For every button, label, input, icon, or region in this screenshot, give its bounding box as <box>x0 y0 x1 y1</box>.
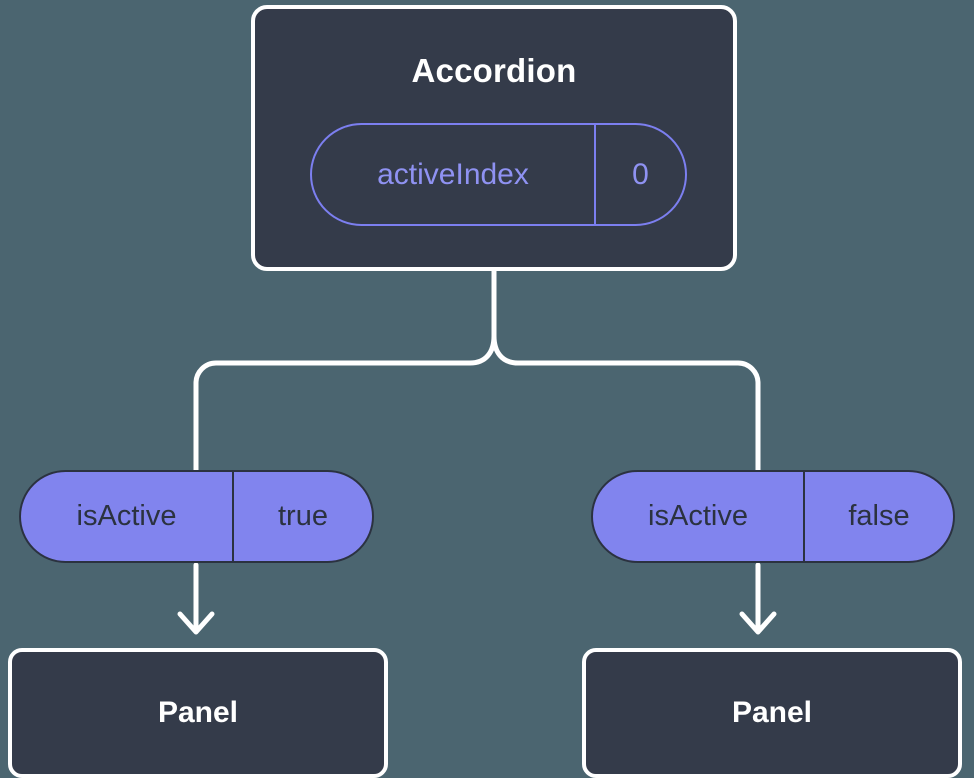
state-pill-active-index[interactable]: activeIndex 0 <box>310 123 687 226</box>
arrow-left-head <box>177 611 215 635</box>
prop-pill-is-active-false[interactable]: isActive false <box>591 470 955 563</box>
prop-pill-value: true <box>278 500 328 532</box>
prop-pill-is-active-true[interactable]: isActive true <box>19 470 374 563</box>
branch-left <box>193 333 497 473</box>
state-pill-value: 0 <box>632 157 649 191</box>
branch-right <box>491 333 761 473</box>
prop-pill-key: isActive <box>21 472 234 561</box>
arrow-right-head <box>739 611 777 635</box>
panel-component-card-right[interactable]: Panel <box>582 648 962 778</box>
prop-pill-key: isActive <box>593 472 805 561</box>
panel-component-card-left[interactable]: Panel <box>8 648 388 778</box>
state-pill-key: activeIndex <box>312 125 596 224</box>
prop-pill-value: false <box>848 500 910 532</box>
accordion-title: Accordion <box>411 52 577 89</box>
accordion-component-card[interactable]: Accordion activeIndex 0 <box>251 5 737 271</box>
